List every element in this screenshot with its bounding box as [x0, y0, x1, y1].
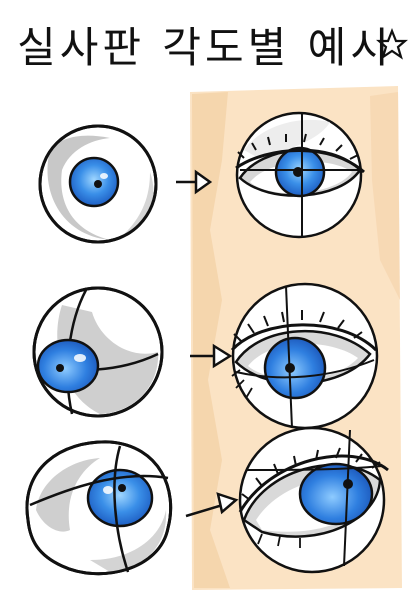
arrow-right-icon: [176, 169, 213, 195]
eyeball-upward: [32, 286, 164, 418]
realistic-eye-downward: [238, 426, 389, 574]
iris: [68, 156, 120, 208]
arrow-right-icon: [190, 343, 233, 369]
eyeball-downward: [25, 440, 173, 576]
page-title: 실사판 각도별 예시: [17, 23, 393, 72]
star-doodle-icon: [376, 28, 408, 60]
arrow-right-icon: [185, 492, 239, 518]
pupil: [94, 180, 102, 188]
iris: [36, 338, 100, 394]
pupil: [56, 364, 64, 372]
pupil: [118, 484, 126, 492]
iris: [86, 468, 154, 528]
realistic-eye-upward: [230, 282, 379, 430]
realistic-eye-front: [235, 111, 365, 239]
eyeball-front: [38, 124, 158, 244]
